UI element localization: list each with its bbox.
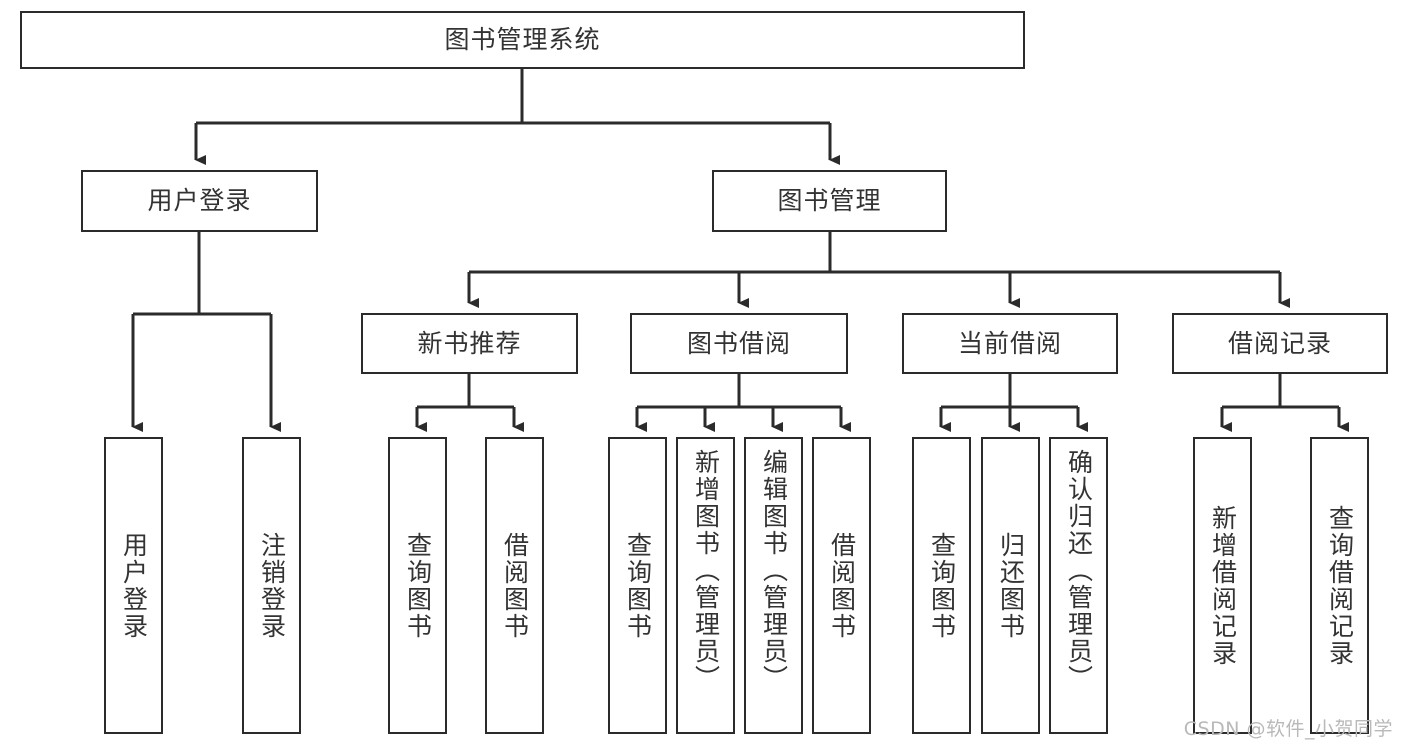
node-current-borrow-label: 当前借阅 <box>957 328 1062 358</box>
node-leaf-borrow-book-2-label: 借阅图书 <box>827 531 857 640</box>
node-root-label: 图书管理系统 <box>444 25 601 55</box>
node-leaf-query-book-1-label: 查询图书 <box>403 531 433 640</box>
node-leaf-edit-book[interactable]: 编辑图书（管理员） <box>744 437 803 734</box>
node-book-borrow-label: 图书借阅 <box>686 328 791 358</box>
node-leaf-query-book-1[interactable]: 查询图书 <box>388 437 447 734</box>
node-new-book-recommend[interactable]: 新书推荐 <box>361 313 578 374</box>
node-leaf-add-book-label: 新增图书（管理员） <box>691 449 721 692</box>
node-leaf-return-book-label: 归还图书 <box>996 531 1026 640</box>
node-borrow-record-label: 借阅记录 <box>1227 328 1332 358</box>
node-leaf-add-record-label: 新增借阅记录 <box>1208 504 1238 667</box>
node-leaf-edit-book-label: 编辑图书（管理员） <box>759 449 789 692</box>
node-user-login[interactable]: 用户登录 <box>81 170 318 232</box>
node-leaf-query-book-3-label: 查询图书 <box>927 531 957 640</box>
node-leaf-query-record-label: 查询借阅记录 <box>1325 504 1355 667</box>
node-leaf-query-record[interactable]: 查询借阅记录 <box>1310 437 1369 734</box>
node-leaf-borrow-book-1-label: 借阅图书 <box>500 531 530 640</box>
node-leaf-user-login-label: 用户登录 <box>119 531 149 640</box>
node-leaf-query-book-2-label: 查询图书 <box>623 531 653 640</box>
node-leaf-query-book-2[interactable]: 查询图书 <box>608 437 667 734</box>
node-borrow-record[interactable]: 借阅记录 <box>1172 313 1388 374</box>
node-leaf-query-book-3[interactable]: 查询图书 <box>912 437 971 734</box>
node-book-borrow[interactable]: 图书借阅 <box>630 313 848 374</box>
node-leaf-confirm-return[interactable]: 确认归还（管理员） <box>1049 437 1108 734</box>
node-user-login-label: 用户登录 <box>147 186 252 216</box>
node-new-book-recommend-label: 新书推荐 <box>417 328 522 358</box>
node-leaf-user-logout[interactable]: 注销登录 <box>242 437 301 734</box>
node-book-management-label: 图书管理 <box>777 186 882 216</box>
node-book-management[interactable]: 图书管理 <box>712 170 947 232</box>
node-leaf-confirm-return-label: 确认归还（管理员） <box>1064 449 1094 692</box>
node-leaf-borrow-book-2[interactable]: 借阅图书 <box>812 437 871 734</box>
node-root[interactable]: 图书管理系统 <box>20 11 1025 69</box>
node-current-borrow[interactable]: 当前借阅 <box>902 313 1118 374</box>
node-leaf-add-record[interactable]: 新增借阅记录 <box>1193 437 1252 734</box>
node-leaf-user-login[interactable]: 用户登录 <box>104 437 163 734</box>
node-leaf-return-book[interactable]: 归还图书 <box>981 437 1040 734</box>
node-leaf-add-book[interactable]: 新增图书（管理员） <box>676 437 735 734</box>
node-leaf-user-logout-label: 注销登录 <box>257 531 287 640</box>
node-leaf-borrow-book-1[interactable]: 借阅图书 <box>485 437 544 734</box>
